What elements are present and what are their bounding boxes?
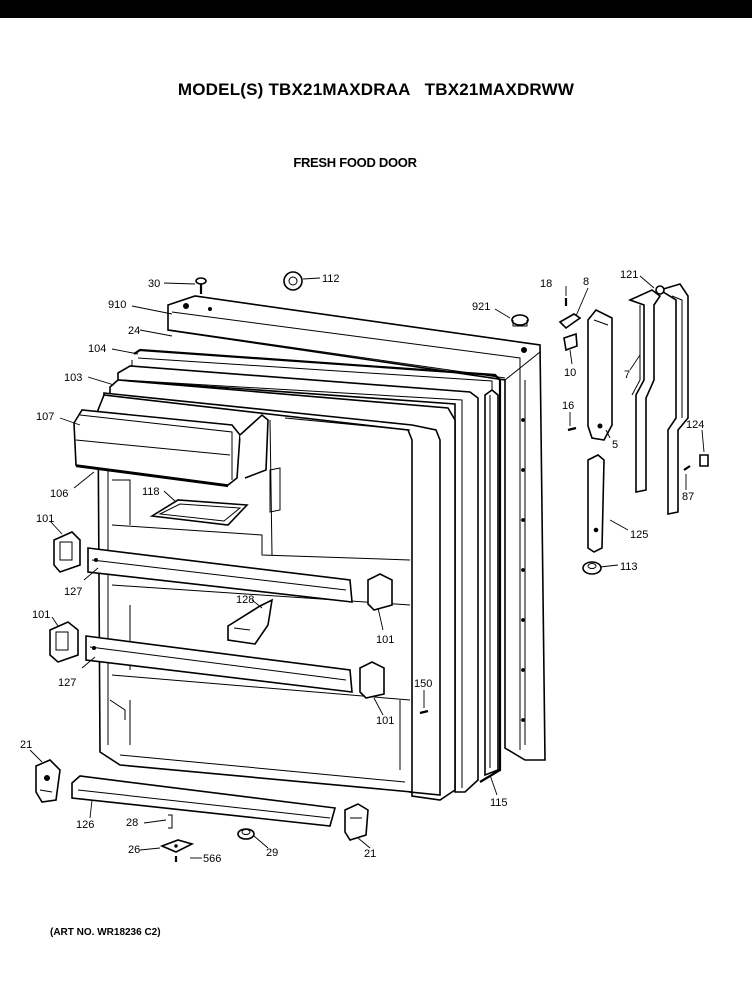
cap-113: [582, 561, 602, 575]
shelf-support-left-upper: [53, 531, 81, 573]
spring-28: [168, 814, 173, 829]
art-number: (ART NO. WR18236 C2): [50, 927, 161, 938]
cap-29: [237, 828, 255, 840]
screw-150: [419, 709, 429, 715]
shelf-support-right-lower: [359, 661, 385, 699]
callout-101-right-lower: 101: [376, 715, 394, 727]
callout-101-right-upper: 101: [376, 634, 394, 646]
handle-cap: [655, 283, 689, 515]
door-liner-frame: [117, 365, 479, 793]
door-foam-strip: [169, 329, 506, 379]
door-shelf-lower: [85, 635, 353, 693]
callout-126: 126: [76, 819, 94, 831]
page-title: MODEL(S) TBX21MAXDRAA TBX21MAXDRWW: [0, 80, 752, 100]
callout-127-upper: 127: [64, 586, 82, 598]
outer-door-panel: [167, 295, 546, 761]
callout-124: 124: [686, 419, 704, 431]
callout-10: 10: [564, 367, 576, 379]
door-shelf-upper: [87, 547, 353, 603]
door-bottom-trim: [71, 775, 337, 827]
callout-566: 566: [203, 853, 221, 865]
callout-118: 118: [142, 486, 160, 498]
hinge-bottom-right: [344, 803, 369, 841]
callout-24: 24: [128, 325, 140, 337]
callout-127-lower: 127: [58, 677, 76, 689]
leader-lines: [29, 275, 705, 859]
callout-26: 26: [128, 844, 140, 856]
callout-128: 128: [236, 594, 254, 606]
top-border: [0, 0, 752, 18]
callout-28: 28: [126, 817, 138, 829]
bushing-10: [563, 332, 578, 352]
callout-labels: 30 112 910 24 104 103 107 106 118 101 12…: [20, 269, 704, 865]
callout-113: 113: [620, 561, 638, 573]
callout-101-left-upper: 101: [36, 513, 54, 525]
callout-115: 115: [490, 797, 508, 809]
model-numbers-secondary: TBX21MAXDRWW: [424, 80, 575, 99]
callout-5: 5: [612, 439, 618, 451]
callout-29: 29: [266, 847, 278, 859]
callout-87: 87: [682, 491, 694, 503]
hinge-pin-8: [558, 313, 582, 330]
shelf-support-right-upper: [367, 573, 393, 611]
callout-103: 103: [64, 372, 82, 384]
dairy-door: [73, 409, 269, 486]
screw-87: [683, 465, 691, 471]
callout-150: 150: [414, 678, 432, 690]
callout-7: 7: [624, 369, 630, 381]
door-handle: [627, 289, 662, 493]
shelf-support-left-lower: [49, 621, 79, 663]
handle-bracket-125: [587, 454, 605, 553]
callout-104: 104: [88, 343, 106, 355]
screw-30: [195, 277, 207, 294]
hinge-plate-26: [159, 839, 195, 853]
callout-101-left-lower: 101: [32, 609, 50, 621]
callout-21-right: 21: [364, 848, 376, 860]
model-numbers-primary: MODEL(S) TBX21MAXDRAA: [177, 80, 411, 99]
clip-124: [699, 454, 709, 467]
callout-16: 16: [562, 400, 574, 412]
door-seal-strip: [484, 388, 499, 777]
dairy-shelf: [149, 499, 249, 526]
callout-21-left: 21: [20, 739, 32, 751]
door-liner: [97, 379, 456, 801]
panel-holes: [521, 418, 525, 722]
callout-112: 112: [322, 273, 340, 285]
screw-16: [567, 426, 577, 432]
callout-8: 8: [583, 276, 589, 288]
callout-30: 30: [148, 278, 160, 290]
plug-921: [511, 314, 529, 327]
callout-121: 121: [620, 269, 638, 281]
page-subtitle: FRESH FOOD DOOR: [293, 155, 417, 170]
cap-112: [283, 271, 303, 291]
callout-18: 18: [540, 278, 552, 290]
callout-910: 910: [108, 299, 126, 311]
callout-921: 921: [472, 301, 490, 313]
hinge-bottom-left: [35, 759, 61, 803]
callout-107: 107: [36, 411, 54, 423]
callout-106: 106: [50, 488, 68, 500]
hinge-top-5: [587, 308, 613, 441]
callout-125: 125: [630, 529, 648, 541]
dairy-door-hinge: [75, 464, 229, 488]
